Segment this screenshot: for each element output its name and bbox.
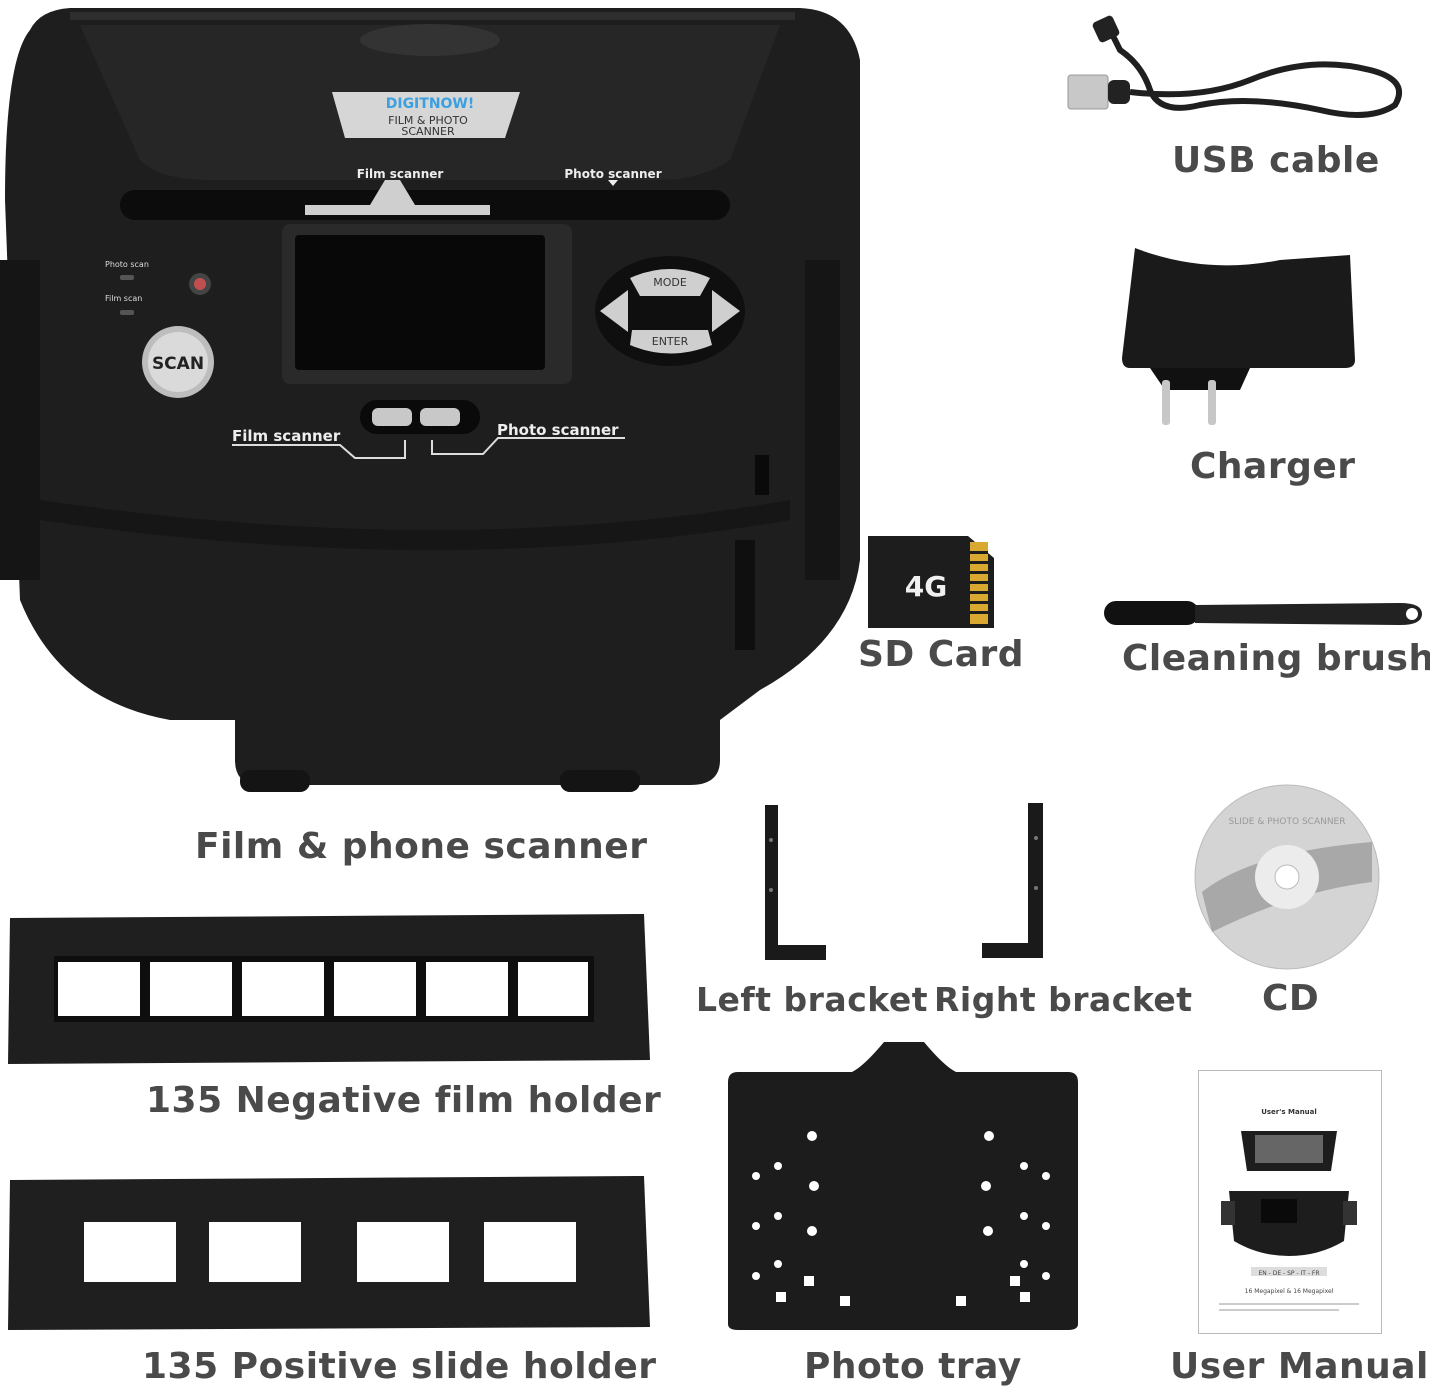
charger <box>1110 240 1370 440</box>
enter-button-text: ENTER <box>652 335 689 348</box>
top-photo-label: Photo scanner <box>564 167 661 181</box>
cleaning-brush-label: Cleaning brush <box>1122 638 1430 679</box>
usb-cable-label: USB cable <box>1172 140 1380 181</box>
film-scanner-device: DIGITNOW! FILM & PHOTO SCANNER Film scan… <box>0 0 870 800</box>
sd-card-label: SD Card <box>858 634 1025 675</box>
cd-disc: SLIDE & PHOTO SCANNER <box>1192 782 1382 972</box>
slider-film-label: Film scanner <box>232 427 341 445</box>
scanner-label: Film & phone scanner <box>195 826 648 867</box>
scanner-brand: DIGITNOW! <box>386 96 475 112</box>
positive-slide-holder <box>4 1172 652 1336</box>
right-bracket-label: Right bracket <box>934 980 1193 1019</box>
mode-button-text: MODE <box>653 276 687 289</box>
manual-title: User's Manual <box>1261 1108 1317 1116</box>
manual-languages: EN - DE - SP - IT - FR <box>1258 1270 1319 1277</box>
cd-print: SLIDE & PHOTO SCANNER <box>1228 817 1345 827</box>
left-bracket <box>760 800 840 970</box>
top-film-label: Film scanner <box>357 167 444 181</box>
user-manual: User's Manual EN - DE - SP - IT - FR 16 … <box>1198 1070 1382 1334</box>
sd-card: 4G <box>866 534 998 630</box>
scanner-badge-line2: SCANNER <box>401 125 455 138</box>
charger-label: Charger <box>1190 446 1356 487</box>
user-manual-label: User Manual <box>1170 1346 1429 1387</box>
manual-resolution: 16 Megapixel & 16 Megapixel <box>1245 1288 1334 1295</box>
scan-button-text: SCAN <box>152 354 204 374</box>
positive-slide-holder-label: 135 Positive slide holder <box>142 1346 657 1387</box>
right-bracket <box>978 798 1058 968</box>
negative-film-holder-label: 135 Negative film holder <box>146 1080 662 1121</box>
photo-tray <box>724 1036 1084 1334</box>
sd-capacity: 4G <box>905 570 947 603</box>
cd-label: CD <box>1262 978 1320 1019</box>
led-photo-label: Photo scan <box>105 260 149 269</box>
scanner-badge-line1: FILM & PHOTO <box>388 114 468 127</box>
negative-film-holder <box>4 910 652 1070</box>
usb-cable <box>1050 10 1430 130</box>
cleaning-brush <box>1100 595 1430 635</box>
left-bracket-label: Left bracket <box>696 980 928 1019</box>
photo-tray-label: Photo tray <box>804 1346 1022 1387</box>
slider-photo-label: Photo scanner <box>497 421 619 439</box>
led-film-label: Film scan <box>105 294 142 303</box>
